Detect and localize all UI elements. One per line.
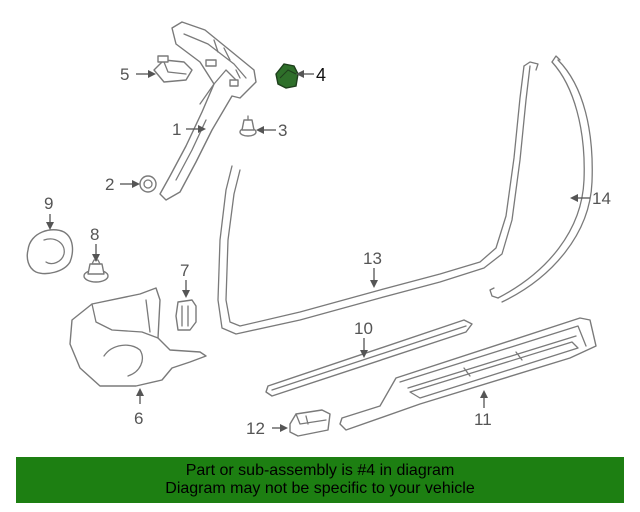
part-4-highlighted-clip bbox=[275, 63, 299, 89]
part-8-screw bbox=[83, 259, 109, 283]
callout-4: 4 bbox=[316, 65, 326, 85]
part-3-fastener bbox=[239, 115, 257, 137]
part-11-scuff-plate bbox=[339, 317, 597, 431]
part-14-weatherstrip bbox=[489, 55, 593, 303]
leader-arrows bbox=[46, 70, 590, 432]
info-banner: Part or sub-assembly is #4 in diagram Di… bbox=[16, 457, 624, 503]
callout-10: 10 bbox=[354, 319, 373, 338]
part-9-cover bbox=[26, 229, 74, 275]
part-1-pillar-trim bbox=[159, 21, 257, 201]
part-6-kick-panel bbox=[69, 287, 207, 387]
callout-13: 13 bbox=[363, 249, 382, 268]
callout-11: 11 bbox=[474, 410, 492, 429]
callout-9: 9 bbox=[44, 194, 53, 213]
part-13-door-seal bbox=[217, 61, 539, 335]
callout-2: 2 bbox=[105, 175, 114, 194]
callout-7: 7 bbox=[180, 261, 189, 280]
part-12-block-clip bbox=[289, 409, 331, 437]
banner-line-disclaimer: Diagram may not be specific to your vehi… bbox=[165, 480, 475, 497]
callout-12: 12 bbox=[246, 419, 265, 438]
callout-labels: 5 1 2 3 4 9 8 7 6 13 10 11 12 14 bbox=[44, 65, 611, 438]
part-10-sill-strip bbox=[265, 319, 473, 397]
parts-diagram: 5 1 2 3 4 9 8 7 6 13 10 11 12 14 bbox=[26, 21, 611, 438]
callout-1: 1 bbox=[172, 120, 181, 139]
part-2-cap bbox=[139, 175, 157, 193]
banner-line-part: Part or sub-assembly is #4 in diagram bbox=[185, 462, 455, 479]
callout-3: 3 bbox=[278, 121, 287, 140]
callout-5: 5 bbox=[120, 65, 129, 84]
part-7-bracket bbox=[175, 299, 197, 331]
callout-8: 8 bbox=[90, 225, 99, 244]
callout-14: 14 bbox=[592, 189, 611, 208]
callout-6: 6 bbox=[134, 409, 143, 428]
part-5-clip bbox=[153, 55, 193, 83]
